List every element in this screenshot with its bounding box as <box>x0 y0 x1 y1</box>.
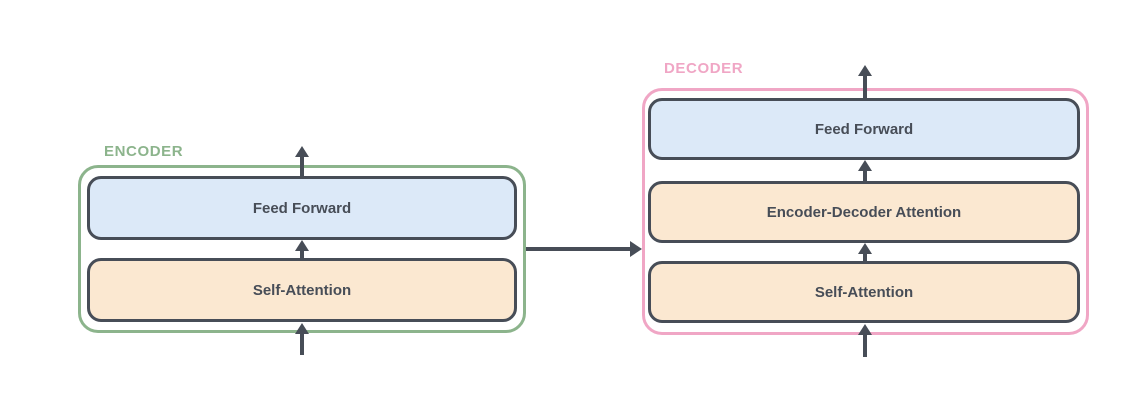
encoder-feed-forward-label: Feed Forward <box>252 199 352 217</box>
encoder-label: ENCODER <box>104 143 184 160</box>
arrow-head-right-icon <box>630 241 642 257</box>
encoder-internal-arrow-icon <box>295 240 309 258</box>
decoder-feed-forward-label: Feed Forward <box>814 120 914 138</box>
arrow-head-up-icon <box>295 146 309 157</box>
decoder-label: DECODER <box>664 60 744 77</box>
arrow-head-up-icon <box>858 65 872 76</box>
encoder-self-attention-label: Self-Attention <box>252 281 352 299</box>
arrow-shaft <box>526 247 630 251</box>
encoder-output-arrow-icon <box>295 146 309 177</box>
arrow-head-up-icon <box>858 324 872 335</box>
decoder-input-arrow-icon <box>858 324 872 357</box>
decoder-self-attention-block: Self-Attention <box>648 261 1080 323</box>
arrow-shaft <box>863 76 867 98</box>
arrow-head-up-icon <box>295 323 309 334</box>
arrow-shaft <box>863 254 867 261</box>
decoder-output-arrow-icon <box>858 65 872 98</box>
arrow-shaft <box>300 251 304 258</box>
arrow-shaft <box>300 334 304 355</box>
decoder-internal-arrow-lower-icon <box>858 243 872 261</box>
decoder-encoder-decoder-attention-label: Encoder-Decoder Attention <box>766 203 962 221</box>
decoder-feed-forward-block: Feed Forward <box>648 98 1080 160</box>
decoder-internal-arrow-upper-icon <box>858 160 872 181</box>
arrow-head-up-icon <box>858 160 872 171</box>
arrow-shaft <box>863 171 867 181</box>
encoder-input-arrow-icon <box>295 323 309 355</box>
encoder-to-decoder-arrow-icon <box>526 241 642 257</box>
decoder-self-attention-label: Self-Attention <box>814 283 914 301</box>
encoder-feed-forward-block: Feed Forward <box>87 176 517 240</box>
arrow-shaft <box>300 157 304 177</box>
arrow-head-up-icon <box>858 243 872 254</box>
arrow-shaft <box>863 335 867 357</box>
decoder-encoder-decoder-attention-block: Encoder-Decoder Attention <box>648 181 1080 243</box>
arrow-head-up-icon <box>295 240 309 251</box>
encoder-self-attention-block: Self-Attention <box>87 258 517 322</box>
